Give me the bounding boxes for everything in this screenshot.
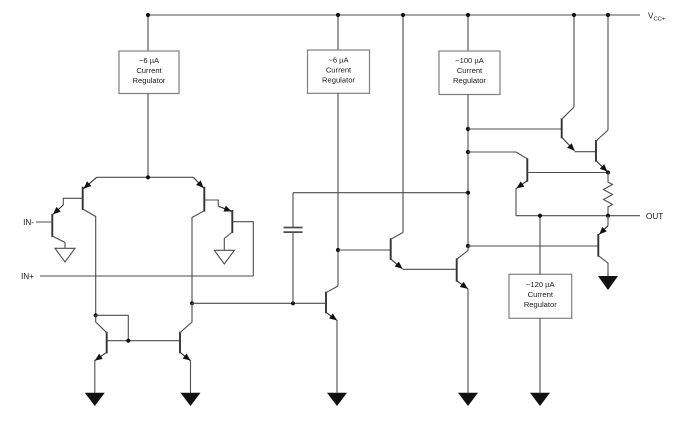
open-ground-arrow-icon (213, 249, 236, 265)
q3-pnp (191, 176, 219, 304)
q12-npn (455, 246, 478, 406)
regulator2-line2: Current (326, 66, 352, 75)
emitter-arrow-icon (459, 281, 468, 289)
vcc-minus-arrow-icon (327, 392, 347, 406)
regulator3-line1: ~100 µA (455, 56, 485, 65)
vcc-minus-arrow-icon (458, 392, 478, 406)
vcc-minus-arrow-icon (598, 276, 618, 290)
regulator1-line3: Regulator (133, 76, 166, 85)
q10-npn (560, 106, 596, 153)
q5-npn (84, 315, 108, 406)
current-regulator-6ua-1: ~6 µA Current Regulator (118, 50, 180, 178)
emitter-arrow-icon (94, 353, 103, 361)
vcc-minus-arrow-icon (530, 392, 550, 406)
q6-npn (179, 303, 201, 406)
output-resistor (602, 172, 614, 216)
emitter-arrow-icon (599, 226, 607, 235)
emitter-arrow-icon (599, 164, 608, 172)
regulator3-line3: Regulator (453, 76, 486, 85)
vcc-label: VCC+ (648, 12, 666, 23)
regulator3-line2: Current (457, 66, 483, 75)
vcc-minus-arrow-icon (84, 392, 105, 406)
q2-pnp (36, 204, 77, 263)
in-minus-label: IN- (23, 218, 34, 227)
in-plus-label: IN+ (21, 272, 34, 281)
regulator2-line1: ~6 µA (328, 56, 349, 65)
q9-npn (515, 151, 608, 216)
current-mirror (84, 301, 201, 406)
regulator2-line3: Regulator (322, 76, 355, 85)
emitter-arrow-icon (196, 180, 204, 188)
emitter-arrow-icon (53, 206, 61, 215)
q11-npn (595, 129, 609, 172)
emitter-arrow-icon (567, 143, 575, 151)
vcc-minus-arrow-icon (180, 392, 201, 406)
input-stage: IN- IN+ (21, 175, 254, 316)
compensation-capacitor (283, 192, 303, 304)
emitter-arrow-icon (223, 205, 232, 212)
current-regulator-100ua: ~100 µA Current Regulator (438, 50, 501, 246)
output-stage: OUT (455, 106, 663, 406)
q7-npn (325, 285, 347, 406)
emitter-arrow-icon (516, 181, 525, 189)
emitter-arrow-icon (83, 181, 92, 189)
out-label: OUT (646, 212, 663, 221)
emitter-arrow-icon (329, 313, 337, 321)
open-ground-arrow-icon (53, 247, 77, 263)
q4-pnp (213, 205, 254, 276)
q8-npn (335, 232, 457, 270)
second-stage (192, 190, 471, 406)
current-regulator-120ua: ~120 µA Current Regulator (508, 215, 573, 393)
q13-pnp (597, 215, 618, 290)
regulator4-line2: Current (528, 290, 554, 299)
regulator4-line3: Regulator (524, 300, 557, 309)
emitter-arrow-icon (394, 261, 403, 269)
q1-pnp (62, 176, 98, 316)
current-regulator-6ua-2: ~6 µA Current Regulator (306, 49, 371, 286)
regulator1-line2: Current (136, 66, 162, 75)
regulator4-line1: ~120 µA (526, 280, 556, 289)
emitter-arrow-icon (182, 353, 191, 361)
vcc-rail: VCC+ (145, 12, 666, 233)
regulator1-line1: ~6 µA (139, 56, 160, 65)
